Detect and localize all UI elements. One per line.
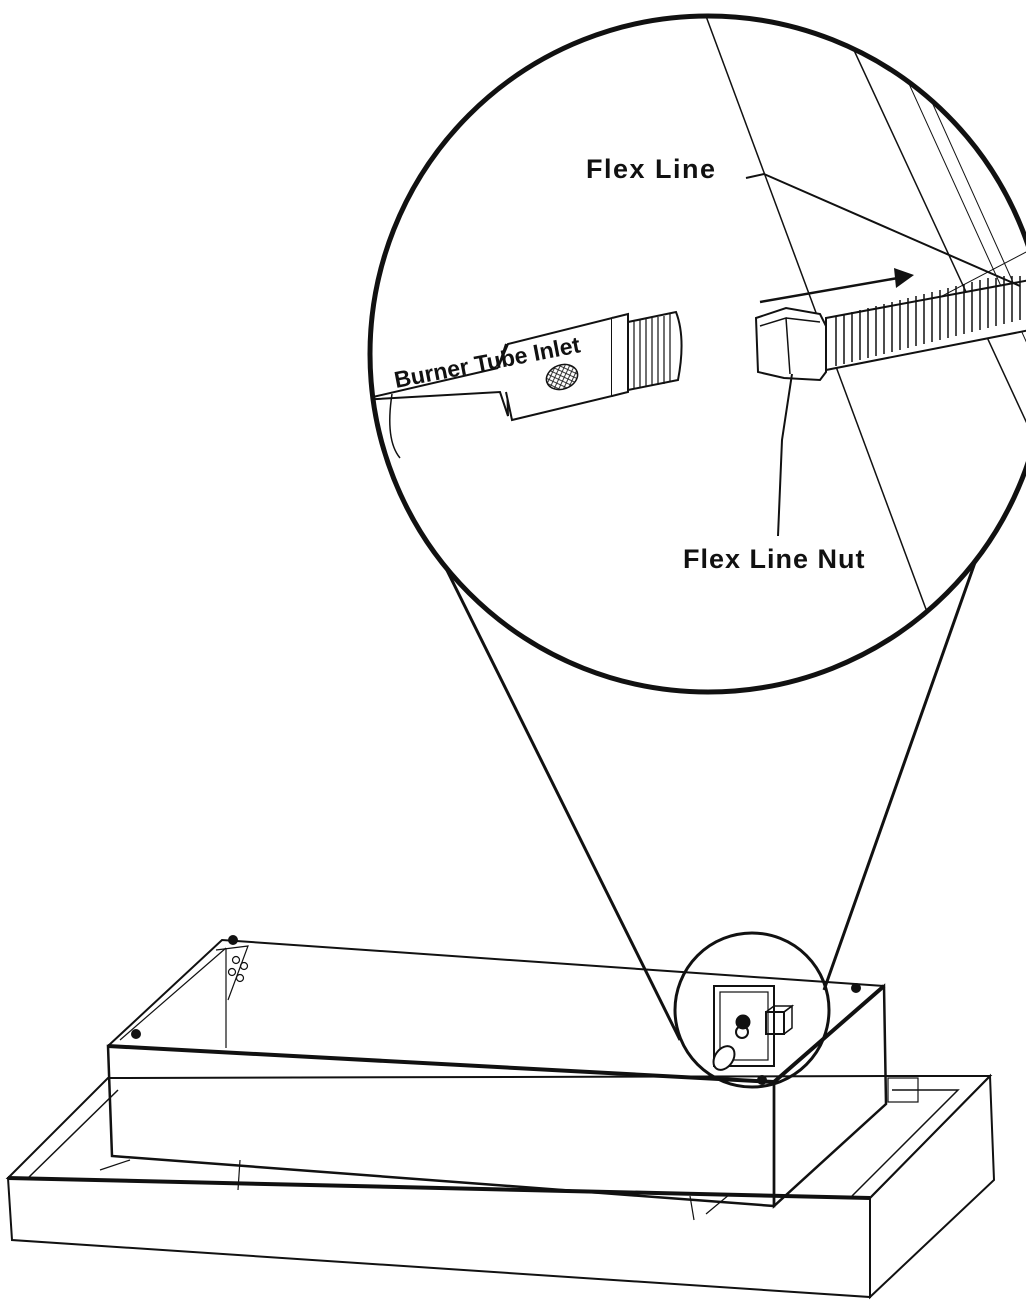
magnifier-connector-lines bbox=[425, 519, 992, 1041]
magnified-view bbox=[367, 13, 1026, 695]
flex-line-assembly bbox=[754, 276, 1026, 382]
burner-tube bbox=[370, 310, 683, 459]
direction-arrow bbox=[759, 268, 914, 304]
flex-line-leader bbox=[745, 172, 1021, 287]
burner-enclosure bbox=[106, 935, 888, 1209]
valve-detail-circle bbox=[673, 931, 831, 1089]
flex-line-nut-label: Flex Line Nut bbox=[683, 544, 866, 574]
flex-line-label: Flex Line bbox=[586, 154, 717, 184]
flex-line-nut-leader bbox=[777, 373, 793, 537]
